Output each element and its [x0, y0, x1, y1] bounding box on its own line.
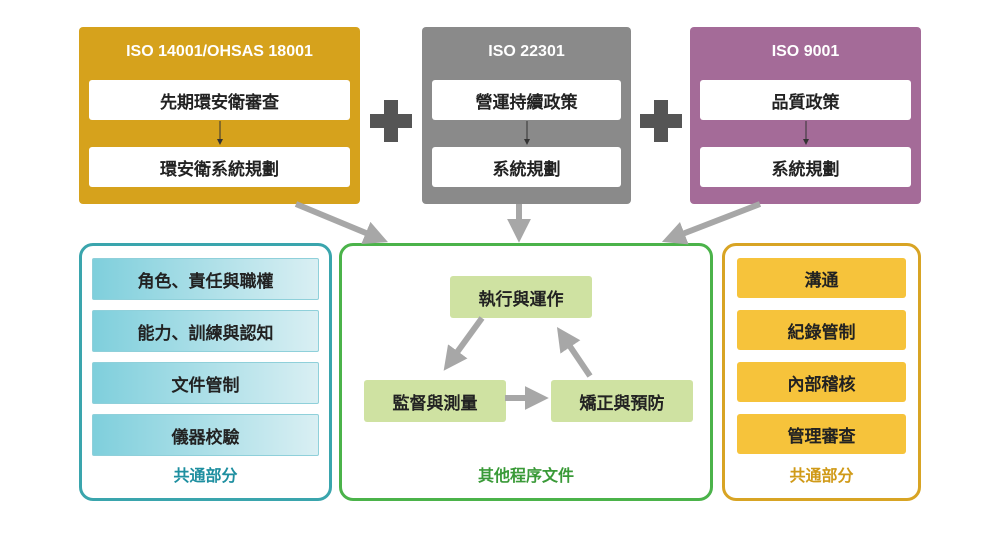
center-other-panel: 執行與運作 監督與測量 矯正與預防 其他程序文件 — [339, 243, 713, 501]
center-top-box: 執行與運作 — [450, 276, 592, 318]
center-panel-footer: 其他程序文件 — [477, 466, 574, 485]
iso-22301-box: ISO 22301 營運持續政策 系統規劃 — [422, 27, 631, 204]
right-item-3: 內部稽核 — [737, 362, 906, 402]
center-left-box: 監督與測量 — [364, 380, 506, 422]
right-item-2: 紀錄管制 — [737, 310, 906, 350]
left-item-1: 角色、責任與職權 — [92, 258, 319, 300]
right-item-1: 溝通 — [737, 258, 906, 298]
iso-9001-title: ISO 9001 — [771, 43, 840, 60]
right-item-4: 管理審查 — [737, 414, 906, 454]
iso-14001-title: ISO 14001/OHSAS 18001 — [126, 43, 313, 60]
arrow-right-to-center — [661, 201, 762, 245]
down-arrow-icon — [802, 121, 809, 145]
right-panel-footer: 共通部分 — [789, 466, 854, 485]
down-arrow-icon — [523, 121, 530, 145]
right-common-panel: 溝通 紀錄管制 內部稽核 管理審查 共通部分 — [722, 243, 921, 501]
iso-22301-step2: 系統規劃 — [432, 147, 621, 187]
center-right-box: 矯正與預防 — [551, 380, 693, 422]
arrow-left-to-center — [294, 201, 388, 245]
left-panel-footer: 共通部分 — [173, 466, 238, 485]
iso-9001-step2: 系統規劃 — [700, 147, 911, 187]
plus-icon — [640, 100, 682, 142]
iso-14001-box: ISO 14001/OHSAS 18001 先期環安衛審查 環安衛系統規劃 — [79, 27, 360, 204]
down-arrow-icon — [216, 121, 223, 145]
iso-14001-step1: 先期環安衛審查 — [89, 80, 350, 120]
plus-icon — [370, 100, 412, 142]
iso-22301-title: ISO 22301 — [488, 43, 565, 60]
left-item-3: 文件管制 — [92, 362, 319, 404]
iso-9001-box: ISO 9001 品質政策 系統規劃 — [690, 27, 921, 204]
iso-14001-step2: 環安衛系統規劃 — [89, 147, 350, 187]
left-item-4: 儀器校驗 — [92, 414, 319, 456]
left-item-2: 能力、訓練與認知 — [92, 310, 319, 352]
iso-9001-step1: 品質政策 — [700, 80, 911, 120]
iso-22301-step1: 營運持續政策 — [432, 80, 621, 120]
left-common-panel: 角色、責任與職權 能力、訓練與認知 文件管制 儀器校驗 共通部分 — [79, 243, 332, 501]
